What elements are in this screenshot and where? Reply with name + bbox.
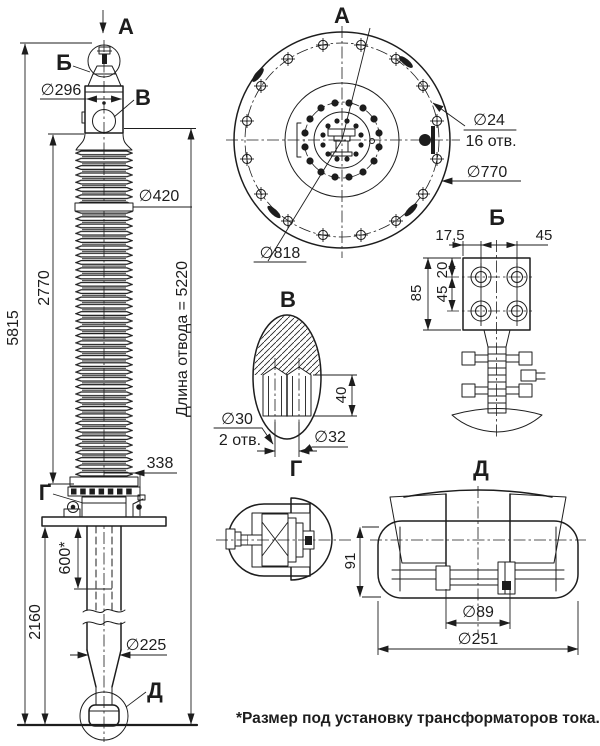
dim-tube-diameter-label: ∅225 — [126, 637, 167, 654]
detail-b-leader — [72, 65, 91, 73]
terminal-clamp — [451, 329, 546, 433]
view-b-title: Б — [489, 205, 505, 230]
shed-band — [74, 202, 134, 212]
detail-v-mark-circle — [92, 109, 116, 133]
dim-total-height-label: 5815 — [5, 310, 22, 346]
dim-hole-count-label: 16 отв. — [465, 133, 516, 150]
view-a: А — [226, 3, 521, 263]
dim-45-side-label: 45 — [434, 286, 451, 303]
dim-251-label: ∅251 — [458, 631, 499, 648]
detail-g-leader — [52, 493, 84, 504]
view-a-title: А — [334, 3, 350, 28]
dim-ct-zone-label: 600* — [57, 542, 74, 575]
stud-hatch — [254, 316, 320, 375]
view-a-ground-bolt — [419, 126, 435, 154]
detail-circle-d — [79, 691, 129, 741]
dim-20-label: 20 — [434, 262, 451, 279]
tap-dome — [290, 497, 333, 581]
dim-hole-v-label: ∅30 — [221, 411, 253, 428]
mesh-ring-left — [389, 493, 447, 564]
footnote-text: *Размер под установку трансформаторов то… — [236, 710, 600, 727]
dim-85-label: 85 — [408, 285, 425, 302]
lower-flange-assembly — [41, 476, 167, 527]
view-a-inner-bolts — [301, 99, 383, 181]
dim-17-5-label: 17,5 — [435, 227, 464, 244]
section-arrow-a-label: А — [118, 14, 134, 39]
detail-v-leader — [113, 99, 135, 118]
detail-d-leader — [125, 691, 147, 708]
mesh-ring-right — [509, 493, 567, 564]
dim-hole-label: ∅24 — [473, 112, 505, 129]
mounting-flange — [41, 516, 167, 527]
head-box — [81, 85, 124, 134]
dim-lead-length-label: Длина отвода = 5220 — [174, 261, 191, 417]
dim-45-top-label: 45 — [536, 227, 553, 244]
detail-v-ref-label: В — [135, 85, 151, 110]
view-d-title: Д — [473, 456, 489, 481]
view-g-title: Г — [290, 456, 303, 481]
detail-d-ref-label: Д — [147, 678, 163, 703]
dim-flange-offset-label: 338 — [147, 455, 174, 472]
dim-89-label: ∅89 — [462, 604, 494, 621]
dim-outer-label: ∅818 — [260, 245, 301, 262]
dim-shed-diameter-label: ∅420 — [139, 188, 180, 205]
dim-upper-insulator-label: 2770 — [36, 270, 53, 306]
view-a-center-terminal — [296, 122, 375, 158]
view-d: Д 91 ∅89 ∅251 — [342, 456, 586, 655]
view-v: В 40 ∅30 2 отв. ∅32 — [213, 287, 357, 457]
detail-g-ref-label: Г — [39, 480, 52, 505]
dim-lower-part-label: 2160 — [27, 604, 44, 640]
dim-bolt-circle-label: ∅770 — [467, 164, 508, 181]
view-g: Г — [216, 456, 352, 581]
main-view: А Б ∅296 В ∅ — [5, 10, 199, 742]
top-terminal-detail-b — [87, 44, 122, 87]
dim-head-diameter-label: ∅296 — [41, 82, 82, 99]
stud-detail-outline — [252, 314, 322, 440]
view-b: Б 17,5 45 85 20 45 — [408, 205, 552, 438]
view-v-title: В — [280, 287, 296, 312]
detail-b-ref-label: Б — [56, 50, 72, 75]
insulator-shed-stack — [75, 150, 133, 478]
dim-32-label: ∅32 — [314, 429, 346, 446]
dim-hole-count-v-label: 2 отв. — [219, 432, 261, 449]
dim-40-label: 40 — [333, 387, 350, 404]
view-a-slots — [252, 56, 418, 219]
dim-91-label: 91 — [342, 553, 359, 570]
